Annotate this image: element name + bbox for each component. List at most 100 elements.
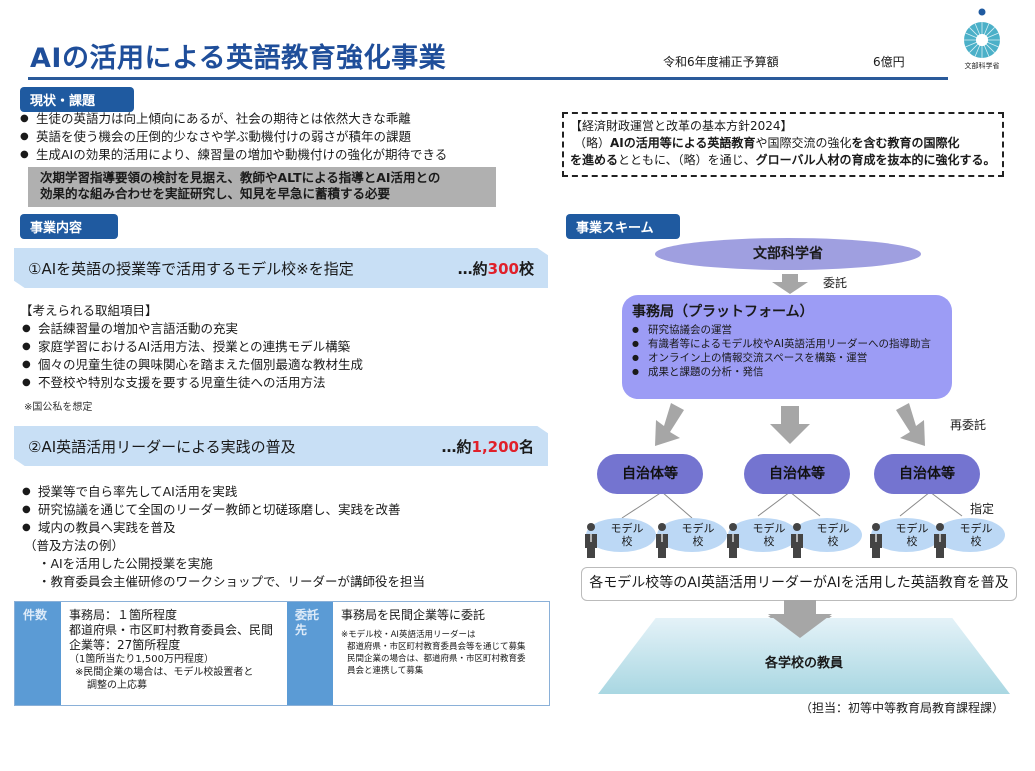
person-icon xyxy=(870,523,882,558)
person-icon xyxy=(727,523,739,558)
item-1-bar: ①AIを英語の授業等で活用するモデル校※を指定 …約300校 xyxy=(14,248,548,288)
count-sub: （1箇所当たり1,500万円程度） xyxy=(69,654,214,665)
basic-policy-quote-box: 【経済財政運営と改革の基本方針2024】 （略）AIの活用等による英語教育や国際… xyxy=(562,112,1004,177)
policy-heading: 【経済財政運営と改革の基本方針2024】 xyxy=(570,119,793,133)
item-2-bullet-list: 授業等で自ら率先してAI活用を実践 研究協議を通じて全国のリーダー教師と切磋琢磨… xyxy=(22,483,401,537)
school-label: 校 xyxy=(906,535,918,548)
school-label: モデル xyxy=(895,522,929,535)
designate-label: 指定 xyxy=(970,502,995,516)
examples-heading: （普及方法の例） xyxy=(24,538,125,553)
item-1-note: ※国公私を想定 xyxy=(24,402,93,413)
school-label: 校 xyxy=(763,535,775,548)
platform-title: 事務局（プラットフォーム） xyxy=(632,304,814,320)
person-icon xyxy=(585,523,597,558)
item-2-bar: ②AI英語活用リーダーによる実践の普及 …約1,200名 xyxy=(14,426,548,466)
count-unit: 校 xyxy=(518,259,534,278)
school-label: 校 xyxy=(621,535,633,548)
policy-text: （略） xyxy=(574,136,611,150)
status-bullet-list: 生徒の英語力は向上傾向にあるが、社会の期待とは依然大きな乖離 英語を使う機会の圧… xyxy=(20,110,447,164)
budget-value: 6億円 xyxy=(873,55,905,69)
count-line: 事務局：１箇所程度 xyxy=(69,608,178,622)
school-label: モデル xyxy=(816,522,850,535)
example-item: ・AIを活用した公開授業を実施 xyxy=(38,556,213,571)
title-divider xyxy=(28,77,948,80)
teachers-label: 各学校の教員 xyxy=(764,656,843,671)
contractor-cell: 事務局を民間企業等に委託 ※モデル校・AI英語活用リーダーは 都道府県・市区町村… xyxy=(333,602,549,705)
count-value: 1,200 xyxy=(471,437,519,456)
count-line: 企業等：27箇所程度 xyxy=(69,638,181,652)
recommission-label: 再委託 xyxy=(950,418,987,432)
page-title: AIの活用による英語教育強化事業 xyxy=(30,43,447,74)
platform-node: 事務局（プラットフォーム） 研究協議会の運営 有識者等によるモデル校やAI英語活… xyxy=(622,295,952,399)
item-2-bullet: 域内の教員へ実践を普及 xyxy=(22,519,401,537)
section-tag-current-status: 現状・課題 xyxy=(20,87,134,112)
example-item: ・教育委員会主催研修のワークショップで、リーダーが講師役を担当 xyxy=(38,574,426,589)
arrow-down-icon xyxy=(768,600,832,638)
municipality-node: 自治体等 xyxy=(744,454,850,494)
status-bullet: 英語を使う機会の圧倒的少なさや学ぶ動機付けの弱さが積年の課題 xyxy=(20,128,447,146)
status-bullet: 生成AIの効果的活用により、練習量の増加や動機付けの強化が期待できる xyxy=(20,146,447,164)
spread-statement-box: 各モデル校等のAI英語活用リーダーがAIを活用した英語教育を普及 xyxy=(581,567,1017,601)
item-1-subheading: 【考えられる取組項目】 xyxy=(20,303,158,318)
arrow-down-icon xyxy=(772,274,808,294)
arrow-down-left-icon xyxy=(655,403,684,446)
school-label: モデル xyxy=(681,522,715,535)
school-label: 校 xyxy=(827,535,839,548)
item-1-count: …約300校 xyxy=(458,258,534,279)
item-2-label: ②AI英語活用リーダーによる実践の普及 xyxy=(28,437,296,456)
count-prefix: …約 xyxy=(457,259,488,278)
item-1-bullet: 家庭学習におけるAI活用方法、授業との連携モデル構築 xyxy=(22,338,363,356)
need-line-2: 効果的な組み合わせを実証研究し、知見を早急に蓄積する必要 xyxy=(40,186,391,201)
item-1-label: ①AIを英語の授業等で活用するモデル校※を指定 xyxy=(28,259,354,278)
contractor-header: 委託 先 xyxy=(287,602,333,705)
person-icon xyxy=(934,523,946,558)
policy-text-bold: を進める xyxy=(570,153,619,167)
policy-text-bold: グローバル人材の育成を抜本的に強化する。 xyxy=(755,153,996,167)
item-1-bullet: 不登校や特別な支援を要する児童生徒への活用方法 xyxy=(22,374,363,392)
need-line-1: 次期学習指導要領の検討を見据え、教師やALTによる指導とAI活用との xyxy=(40,170,441,185)
contractor-note: 民間企業の場合は、都道府県・市区町村教育委 xyxy=(347,654,526,664)
platform-bullet-list: 研究協議会の運営 有識者等によるモデル校やAI英語活用リーダーへの指導助言 オン… xyxy=(632,323,942,379)
model-school-node: モデル校 xyxy=(792,518,862,552)
policy-text-bold: を含む教育の国際化 xyxy=(851,136,960,150)
contractor-head-line: 委託 xyxy=(295,608,320,622)
arrow-down-icon xyxy=(770,406,810,444)
model-school-node: モデル校 xyxy=(728,518,798,552)
responsible-department: （担当：初等中等教育局教育課程課） xyxy=(800,701,1005,715)
municipality-node: 自治体等 xyxy=(874,454,980,494)
arrow-down-right-icon xyxy=(896,403,925,446)
info-table: 件数 事務局：１箇所程度 都道府県・市区町村教育委員会、民間 企業等：27箇所程… xyxy=(14,601,550,706)
model-school-node: モデル校 xyxy=(586,518,656,552)
school-label: 校 xyxy=(692,535,704,548)
policy-text-bold: による xyxy=(671,136,708,150)
platform-bullet: オンライン上の情報交流スペースを構築・運営 xyxy=(632,351,942,365)
policy-text: とともに、（略）を通じ、 xyxy=(618,153,756,167)
model-school-node: モデル校 xyxy=(871,518,941,552)
item-1-bullet: 会話練習量の増加や言語活動の充実 xyxy=(22,320,363,338)
ministry-node: 文部科学省 xyxy=(655,238,921,270)
count-note: ※民間企業の場合は、モデル校設置者と xyxy=(75,667,254,678)
section-tag-scheme: 事業スキーム xyxy=(566,214,680,239)
commission-label: 委託 xyxy=(823,276,848,290)
school-label: モデル xyxy=(959,522,993,535)
count-line: 都道府県・市区町村教育委員会、民間 xyxy=(69,623,274,637)
contractor-note: ※モデル校・AI英語活用リーダーは xyxy=(341,630,476,640)
municipality-node: 自治体等 xyxy=(597,454,703,494)
count-note: 調整の上応募 xyxy=(87,680,147,691)
count-cell: 事務局：１箇所程度 都道府県・市区町村教育委員会、民間 企業等：27箇所程度 （… xyxy=(61,602,287,705)
platform-bullet: 成果と課題の分析・発信 xyxy=(632,365,942,379)
item-2-count: …約1,200名 xyxy=(442,436,534,457)
item-1-bullet: 個々の児童生徒の興味関心を踏まえた個別最適な教材生成 xyxy=(22,356,363,374)
model-school-node: モデル校 xyxy=(657,518,727,552)
person-icon xyxy=(656,523,668,558)
item-2-bullet: 研究協議を通じて全国のリーダー教師と切磋琢磨し、実践を改善 xyxy=(22,501,401,519)
contractor-note: 都道府県・市区町村教育委員会等を通じて募集 xyxy=(347,642,526,652)
school-label: モデル xyxy=(610,522,644,535)
policy-text: や国際交流の強化 xyxy=(755,136,852,150)
contractor-head-line: 先 xyxy=(295,623,308,637)
mext-emblem-icon xyxy=(964,8,1000,58)
model-school-node: モデル校 xyxy=(935,518,1005,552)
contractor-note: 員会と連携して募集 xyxy=(347,666,424,676)
policy-text-bold: 英語教育 xyxy=(707,136,756,150)
policy-line-2: を進めるとともに、（略）を通じ、グローバル人材の育成を抜本的に強化する。 xyxy=(570,152,996,169)
